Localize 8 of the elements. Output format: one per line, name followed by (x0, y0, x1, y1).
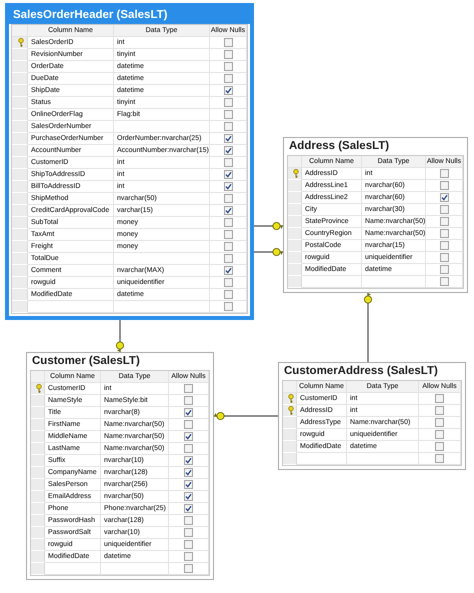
table-box (5, 3, 254, 320)
table-title: Customer (SalesLT) (31, 354, 141, 369)
table-title: Address (SalesLT) (288, 139, 390, 154)
table-title: CustomerAddress (SalesLT) (283, 364, 439, 379)
table-box (283, 137, 468, 293)
table-box (26, 352, 214, 580)
table-title: SalesOrderHeader (SalesLT) (9, 7, 250, 24)
table-box (278, 362, 466, 470)
